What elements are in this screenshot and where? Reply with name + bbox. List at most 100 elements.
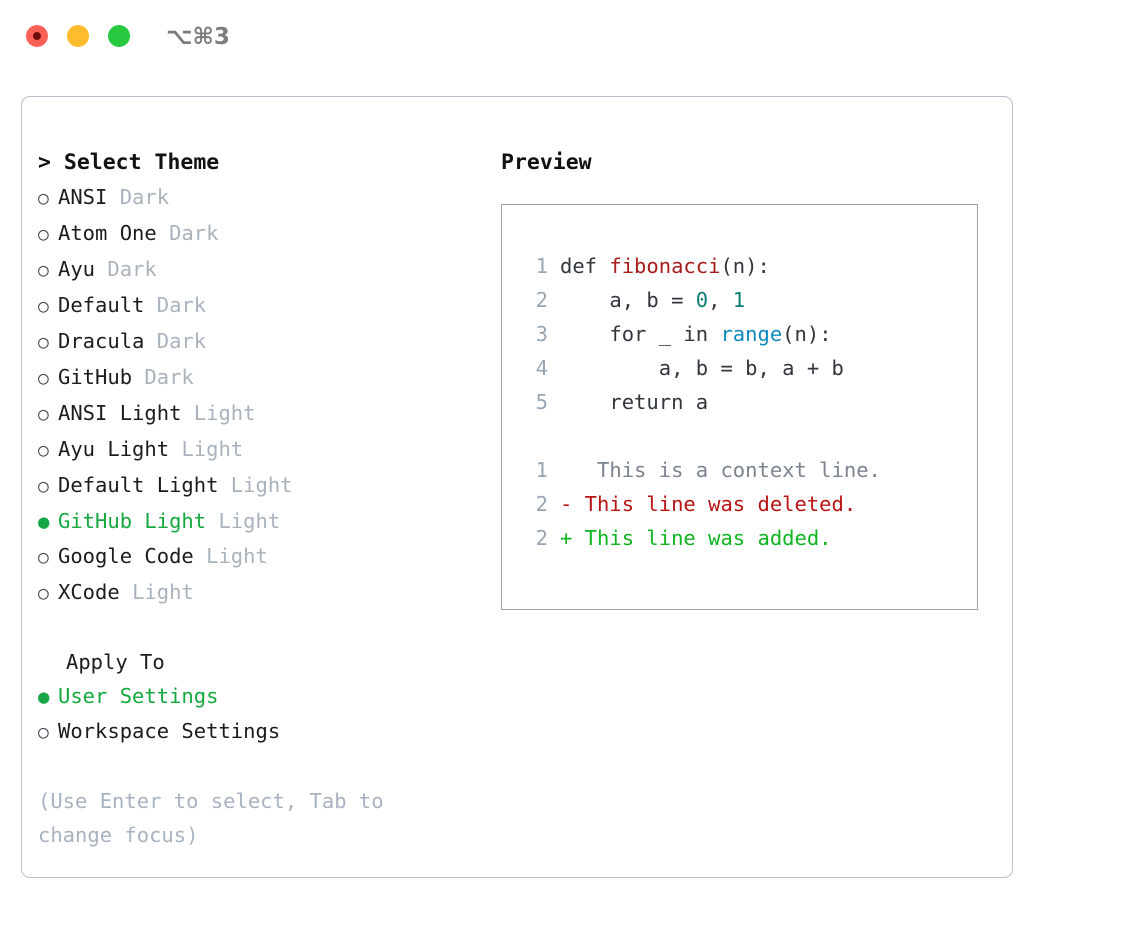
diff-sample: 1 This is a context line. 2- This line wa… (502, 453, 977, 555)
theme-option-dracula[interactable]: ○ Dracula Dark (38, 324, 488, 360)
line-number: 2 (535, 492, 548, 516)
code-token-plain: a, b = b, a + b (560, 356, 844, 380)
line-number: 4 (535, 356, 548, 380)
label-gap (132, 360, 144, 394)
minimize-button[interactable] (67, 25, 89, 47)
code-line: 4 a, b = b, a + b (502, 351, 977, 385)
radio-empty-icon: ○ (38, 722, 49, 743)
section-spacer (38, 611, 488, 645)
theme-option-list[interactable]: ○ANSI Dark○Atom One Dark○Ayu Dark○Defaul… (38, 180, 488, 611)
label-gap (107, 180, 119, 214)
theme-option-label: Dracula (58, 329, 145, 353)
theme-option-ansi[interactable]: ○ ANSI Dark (38, 180, 488, 216)
diff-spacer (502, 419, 977, 453)
label-gap (95, 252, 107, 286)
diff-marker (560, 453, 572, 487)
radio-empty-icon: ○ (38, 404, 49, 425)
theme-option-label: Atom One (58, 221, 157, 245)
diff-marker: - (560, 492, 573, 516)
theme-option-label: ANSI Light (58, 401, 182, 425)
apply-to-option-label: User Settings (58, 684, 219, 708)
theme-option-ayu[interactable]: ○Ayu Dark (38, 252, 488, 288)
radio-empty-icon: ○ (38, 332, 49, 353)
radio-empty-icon: ○ (38, 188, 49, 209)
code-token-plain: (n): (720, 254, 770, 278)
maximize-button[interactable] (108, 25, 130, 47)
line-number: 2 (535, 526, 548, 550)
theme-category-badge: Dark (144, 365, 194, 389)
theme-category-badge: Dark (119, 185, 170, 209)
diff-line-text: This line was deleted. (572, 492, 857, 516)
diff-line-text: This line was added. (572, 526, 832, 550)
code-line: 2 a, b = 0, 1 (502, 283, 977, 317)
theme-option-github[interactable]: ○ GitHub Dark (38, 360, 488, 396)
radio-empty-icon: ○ (38, 440, 49, 461)
theme-option-default[interactable]: ○Default Dark (38, 288, 488, 324)
radio-empty-icon: ○ (38, 368, 49, 389)
line-number: 3 (535, 322, 548, 346)
theme-option-label: Default Light (58, 473, 219, 497)
theme-option-ayu-light[interactable]: ○Ayu Light Light (38, 432, 488, 468)
theme-option-label: XCode (58, 580, 120, 604)
code-line: 1 def fibonacci(n): (502, 249, 977, 283)
theme-option-label: ANSI (58, 185, 108, 209)
theme-category-badge: Light (132, 580, 194, 604)
title-bar: ⌥⌘3 (0, 0, 1140, 78)
diff-line-context: 1 This is a context line. (502, 453, 977, 487)
theme-category-badge: Light (230, 473, 293, 497)
code-token-call: range (720, 322, 783, 346)
code-line-text: def fibonacci(n): (560, 249, 770, 283)
theme-option-xcode[interactable]: ○ XCode Light (38, 575, 488, 611)
line-number: 1 (535, 254, 548, 278)
radio-empty-icon: ○ (38, 547, 49, 568)
apply-to-option-list[interactable]: ●User Settings○Workspace Settings (38, 679, 488, 750)
theme-option-label: Ayu (58, 257, 96, 281)
label-gap (181, 396, 193, 430)
content-panel: > Select Theme ○ANSI Dark○Atom One Dark○… (21, 96, 1013, 878)
code-token-num: 0 (695, 288, 709, 312)
theme-option-atom-one[interactable]: ○ Atom One Dark (38, 216, 488, 252)
theme-option-ansi-light[interactable]: ○ANSI Light Light (38, 396, 488, 432)
label-gap (169, 432, 181, 466)
code-token-plain: a, b = (560, 288, 696, 312)
code-line-text: return a (560, 385, 708, 419)
label-gap (120, 575, 132, 609)
theme-option-label: GitHub Light (58, 509, 207, 533)
window-controls (26, 25, 130, 47)
diff-marker: + (560, 526, 573, 550)
theme-option-github-light[interactable]: ●GitHub Light Light (38, 504, 488, 539)
apply-to-option-user-settings[interactable]: ●User Settings (38, 679, 488, 714)
code-token-plain: for _ in (560, 322, 721, 346)
theme-option-default-light[interactable]: ○Default Light Light (38, 468, 488, 504)
code-token-fn: fibonacci (609, 254, 721, 278)
apply-to-option-workspace-settings[interactable]: ○Workspace Settings (38, 714, 488, 750)
theme-category-badge: Dark (169, 221, 219, 245)
line-number: 5 (535, 390, 548, 414)
theme-category-badge: Dark (156, 329, 207, 353)
label-gap (194, 539, 206, 573)
preview-heading: Preview (501, 150, 592, 175)
theme-category-badge: Dark (156, 293, 207, 317)
code-token-plain: return a (560, 390, 709, 414)
diff-line-text: This is a context line. (572, 458, 881, 482)
code-token-num: 1 (732, 288, 746, 312)
theme-option-google-code[interactable]: ○Google Code Light (38, 539, 488, 575)
radio-empty-icon: ○ (38, 224, 49, 245)
radio-empty-icon: ○ (38, 583, 49, 604)
close-button[interactable] (26, 25, 48, 47)
theme-option-label: Default (58, 293, 145, 317)
code-line-text: a, b = 0, 1 (560, 283, 745, 317)
code-token-plain: (n): (782, 322, 832, 346)
code-token-plain: , (708, 288, 733, 312)
theme-category-badge: Light (181, 437, 244, 461)
theme-option-label: GitHub (58, 365, 133, 389)
theme-picker-column: > Select Theme ○ANSI Dark○Atom One Dark○… (38, 146, 488, 852)
radio-empty-icon: ○ (38, 260, 49, 281)
label-gap (157, 216, 169, 250)
keyboard-shortcut-label: ⌥⌘3 (166, 24, 230, 50)
line-number: 1 (535, 458, 548, 482)
label-gap (218, 468, 230, 502)
